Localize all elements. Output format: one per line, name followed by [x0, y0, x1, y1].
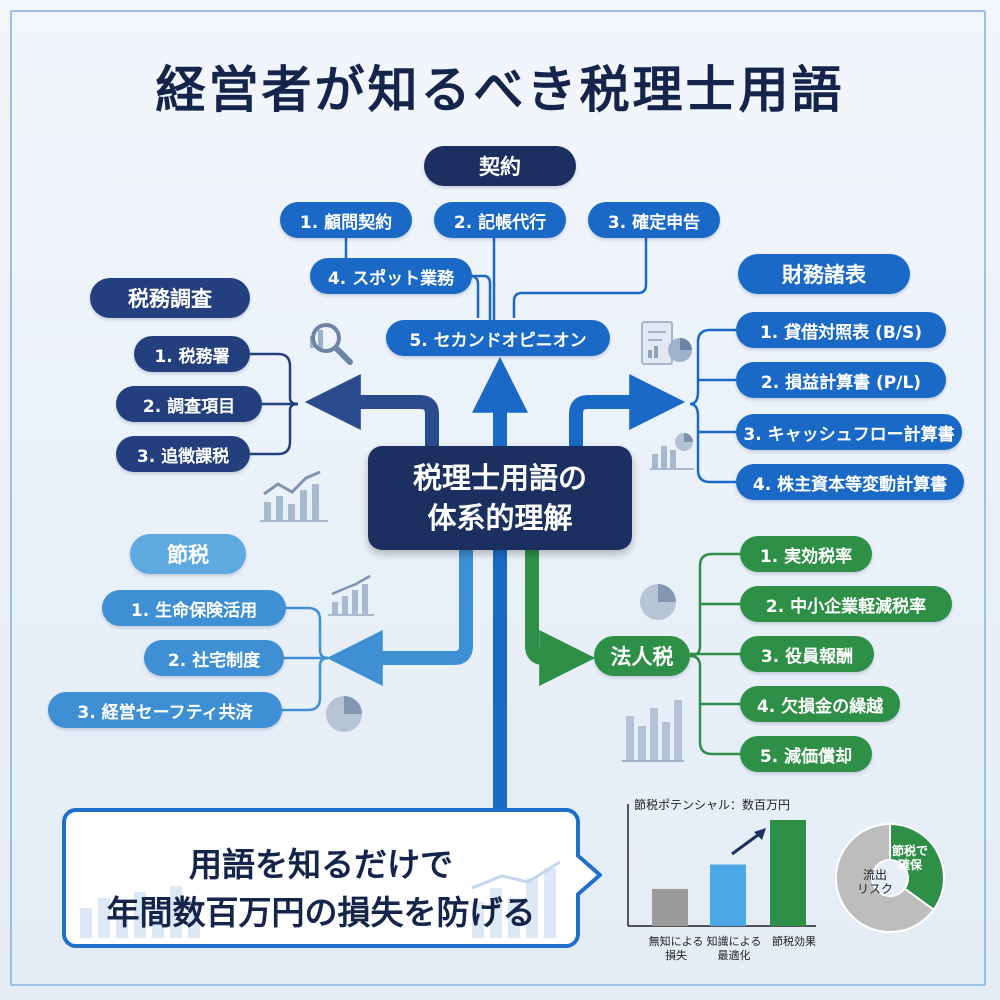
financial-item-1: 1. 貸借対照表 (B/S)	[736, 312, 946, 348]
savings-bar-chart	[627, 804, 816, 927]
callout-line-1: 用語を知るだけで	[189, 845, 453, 884]
trend-arrow-head	[754, 828, 766, 840]
bar-label-1: 無知による 損失	[636, 935, 716, 963]
page-frame	[10, 10, 986, 986]
saving-item-1: 1. 生命保険活用	[102, 590, 286, 626]
report-pie-icon	[641, 321, 692, 365]
trend-chart-icon	[260, 470, 328, 522]
corporate-item-5: 5. 減価償却	[740, 736, 872, 772]
corporate-item-4: 4. 欠損金の繰越	[740, 686, 900, 722]
bar-label-2: 知識による 最適化	[694, 935, 774, 963]
financial-item-3: 3. キャッシュフロー計算書	[736, 414, 962, 450]
bar-label-3: 節税効果	[754, 935, 834, 949]
audit-item-3: 3. 追徴課税	[116, 436, 250, 472]
saving-heading: 節税	[130, 534, 246, 574]
callout-line-2: 年間数百万円の損失を防げる	[106, 893, 536, 932]
bar-label-2-line-1: 知識による	[706, 935, 762, 948]
magnifier-chart-icon	[310, 323, 353, 365]
contract-item-1: 1. 顧問契約	[280, 202, 412, 238]
bar-2	[710, 864, 746, 926]
pie-icon-right	[640, 584, 676, 620]
corporate-item-3: 3. 役員報酬	[740, 636, 874, 672]
saving-item-2: 2. 社宅制度	[144, 640, 284, 676]
pie-label-secured-line-2: 確保	[897, 858, 922, 872]
audit-heading: 税務調査	[90, 278, 250, 318]
bar-3	[770, 820, 806, 926]
growth-bars-icon	[328, 574, 374, 616]
pie-label-secured-line-1: 節税で	[891, 844, 928, 858]
contract-item-4: 4. スポット業務	[310, 258, 472, 294]
center-node: 税理士用語の 体系的理解	[368, 446, 632, 550]
saving-item-3: 3. 経営セーフティ共済	[48, 692, 282, 728]
pie-label-secured: 節税で 確保	[884, 844, 936, 872]
pie-label-risk-line-2: リスク	[856, 882, 893, 896]
callout-bars-decoration	[80, 860, 561, 938]
bar-label-3-line-1: 節税効果	[772, 935, 816, 948]
audit-item-1: 1. 税務署	[134, 336, 250, 372]
financial-item-2: 2. 損益計算書 (P/L)	[736, 362, 946, 398]
callout-pointer	[576, 852, 602, 898]
contract-item-2: 2. 記帳代行	[434, 202, 566, 238]
risk-pie-chart	[835, 822, 945, 933]
bar-label-1-line-2: 損失	[665, 949, 687, 962]
bar-label-1-line-1: 無知による	[648, 935, 704, 948]
corporate-item-1: 1. 実効税率	[740, 536, 872, 572]
financial-heading: 財務諸表	[738, 254, 910, 294]
pie-slice-2	[835, 822, 936, 933]
pie-icon-left	[326, 696, 362, 732]
contract-item-3: 3. 確定申告	[588, 202, 720, 238]
pie-label-risk-line-1: 流出	[862, 868, 887, 882]
callout-box: 用語を知るだけで 年間数百万円の損失を防げる	[62, 808, 580, 948]
chart-title: 節税ポテンシャル：数百万円	[634, 798, 791, 812]
audit-item-2: 2. 調査項目	[116, 386, 262, 422]
center-line-1: 税理士用語の	[412, 461, 587, 495]
corporate-heading: 法人税	[594, 636, 690, 676]
trend-arrow	[731, 830, 763, 856]
column-chart-icon	[622, 700, 684, 762]
pie-slice-1	[889, 822, 945, 912]
page-title: 経営者が知るべき税理士用語	[155, 61, 845, 119]
contract-item-5: 5. セカンドオピニオン	[386, 320, 610, 356]
bar-1	[652, 888, 688, 926]
center-line-2: 体系的理解	[427, 501, 573, 535]
bar-label-2-line-2: 最適化	[717, 949, 751, 962]
pie-label-risk: 流出 リスク	[850, 868, 900, 896]
financial-item-4: 4. 株主資本等変動計算書	[736, 464, 964, 500]
bar-pie-icon	[650, 433, 694, 470]
contract-heading: 契約	[424, 146, 576, 186]
corporate-item-2: 2. 中小企業軽減税率	[740, 586, 952, 622]
